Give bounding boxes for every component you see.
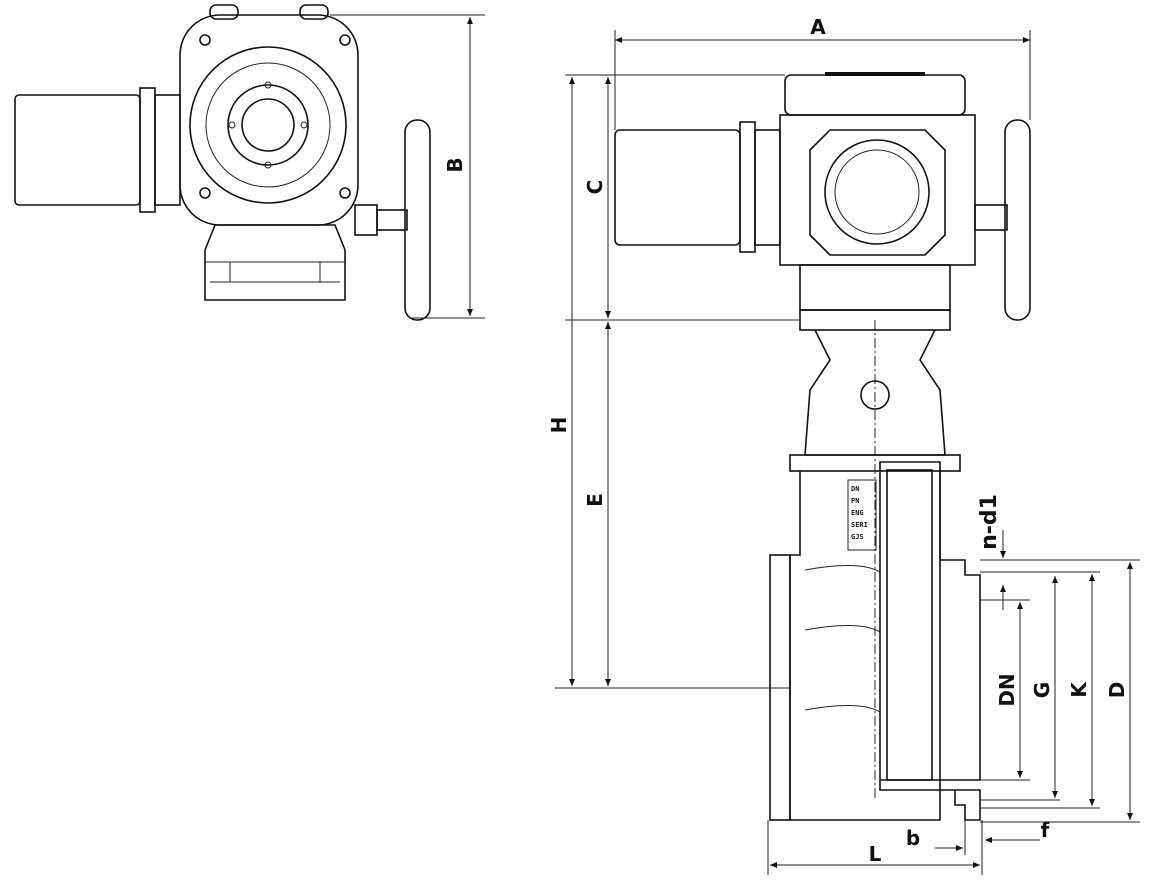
cap-left xyxy=(209,4,239,20)
actuator-top xyxy=(784,74,966,116)
nameplate-line: GJS xyxy=(851,533,864,541)
top-view-actuator xyxy=(14,4,431,321)
label-B: B xyxy=(443,157,467,172)
nameplate-line: DN xyxy=(851,485,859,493)
handwheel-icon xyxy=(404,119,431,321)
side-view-valve: DN PN ENG SERI GJS xyxy=(614,72,1031,821)
label-b: b xyxy=(906,826,920,850)
cover-inner xyxy=(227,84,309,166)
section-hatch xyxy=(879,461,981,821)
shaft-hub xyxy=(376,209,408,231)
nameplate-line: ENG xyxy=(851,509,864,517)
label-D: D xyxy=(1105,682,1129,699)
cap-right xyxy=(299,4,329,20)
cover-hub xyxy=(241,98,295,152)
label-L: L xyxy=(869,842,882,866)
terminal-cover xyxy=(809,129,946,256)
label-f: f xyxy=(1041,818,1050,842)
cover-outer xyxy=(189,46,347,204)
motor xyxy=(614,129,741,246)
nameplate-line: PN xyxy=(851,497,859,505)
motor xyxy=(14,94,141,206)
gland-box xyxy=(799,264,951,311)
label-K: K xyxy=(1067,681,1091,698)
nameplate xyxy=(847,479,877,551)
cover-mid xyxy=(205,62,331,188)
label-C: C xyxy=(583,180,607,195)
nameplate-line: SERI xyxy=(851,521,868,529)
label-G: G xyxy=(1030,682,1054,698)
label-A: A xyxy=(810,15,826,39)
bolts xyxy=(199,34,351,199)
motor-flange xyxy=(154,94,181,206)
dimensions: A H C E n-d1 DN G K D L b f xyxy=(547,15,1140,875)
label-DN: DN xyxy=(995,673,1019,706)
base xyxy=(204,224,346,301)
label-n-d1: n-d1 xyxy=(977,494,1002,550)
dimension-B: B xyxy=(330,14,485,319)
label-H: H xyxy=(547,417,571,434)
label-E: E xyxy=(583,493,607,507)
motor-collar xyxy=(139,87,156,213)
shaft xyxy=(354,204,378,236)
handwheel-icon xyxy=(1004,119,1031,321)
